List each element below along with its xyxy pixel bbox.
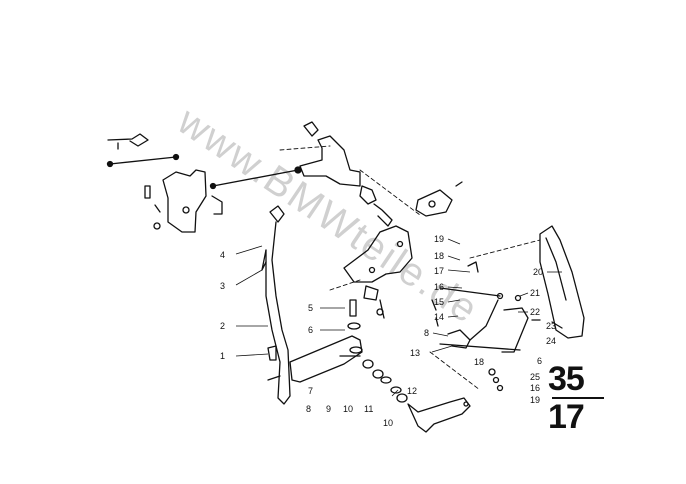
callout-4: 4 <box>220 250 225 260</box>
callout-1: 1 <box>220 351 225 361</box>
lever-part <box>261 205 291 405</box>
callout-19-b: 19 <box>530 395 540 405</box>
fastener-stack-part <box>347 299 408 403</box>
callout-9: 9 <box>326 404 331 414</box>
callout-17: 17 <box>434 266 444 276</box>
callout-5: 5 <box>308 303 313 313</box>
callout-13: 13 <box>410 348 420 358</box>
callout-7: 7 <box>308 386 313 396</box>
callout-labels: 4 3 2 1 5 6 7 8 9 10 11 10 12 13 19 18 1… <box>220 234 556 428</box>
callout-8-b: 8 <box>424 328 429 338</box>
callout-2: 2 <box>220 321 225 331</box>
callout-20: 20 <box>533 267 543 277</box>
callout-12: 12 <box>407 386 417 396</box>
callout-16: 16 <box>434 282 444 292</box>
crank-arm-part <box>407 397 471 433</box>
callout-6: 6 <box>308 325 313 335</box>
cover-plate-part <box>415 181 463 217</box>
callout-22: 22 <box>530 307 540 317</box>
callout-10-b: 10 <box>383 418 393 428</box>
link-rod-part <box>209 166 302 215</box>
callout-21: 21 <box>530 288 540 298</box>
callout-6-b: 6 <box>537 356 542 366</box>
lower-bracket-part <box>289 335 363 383</box>
subgroup-number: 17 <box>548 398 585 436</box>
callout-18: 18 <box>434 251 444 261</box>
callout-16-b: 16 <box>530 383 540 393</box>
callout-10: 10 <box>343 404 353 414</box>
leader-lines <box>235 238 562 397</box>
callout-3: 3 <box>220 281 225 291</box>
callout-19: 19 <box>434 234 444 244</box>
callout-25: 25 <box>530 372 540 382</box>
callout-18-b: 18 <box>474 357 484 367</box>
callout-11: 11 <box>364 404 373 414</box>
throttle-cable-part <box>106 133 180 168</box>
upper-bracket-part <box>299 121 393 227</box>
guide-lines <box>279 145 541 391</box>
callout-14: 14 <box>434 312 444 322</box>
callout-15: 15 <box>434 297 444 307</box>
callout-23: 23 <box>546 321 556 331</box>
group-number: 35 <box>548 360 585 398</box>
center-bracket-part <box>343 225 413 319</box>
callout-24: 24 <box>546 336 556 346</box>
pedal-linkage-part <box>431 261 541 392</box>
left-bracket-part <box>144 169 207 233</box>
group-divider <box>552 397 604 399</box>
accelerator-pedal-part <box>539 225 585 339</box>
callout-8: 8 <box>306 404 311 414</box>
